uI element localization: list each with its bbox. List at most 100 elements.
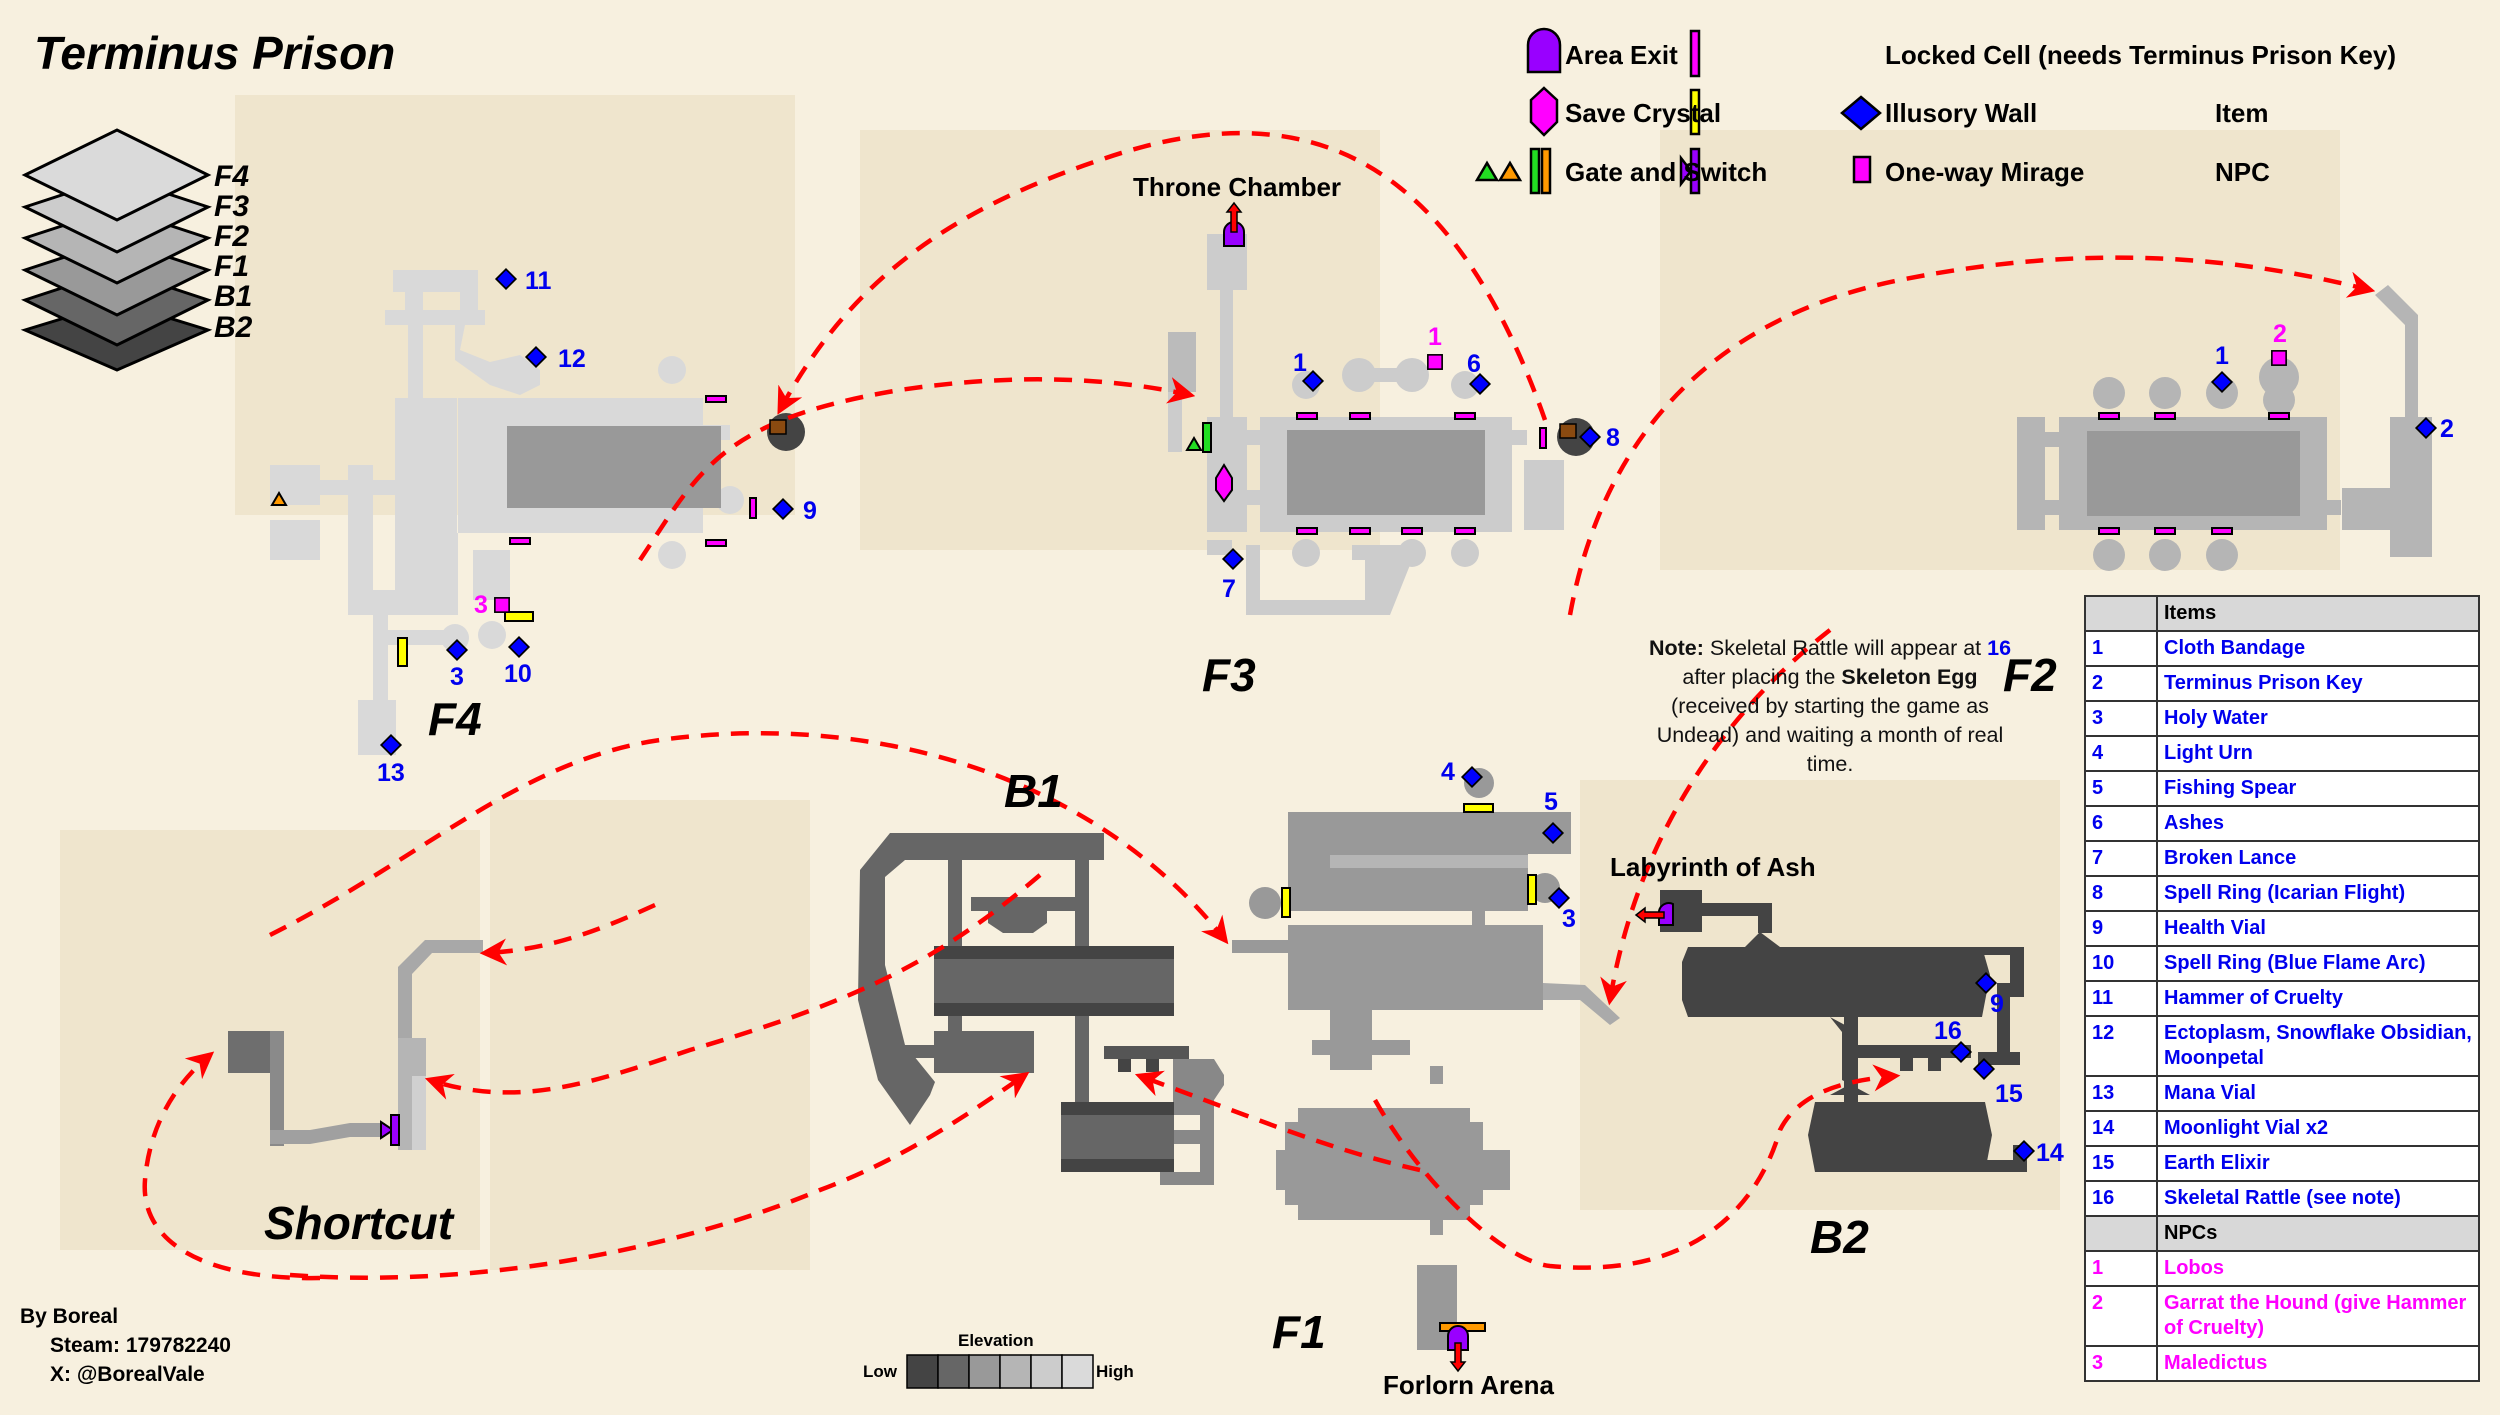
- table-cell-name: Holy Water: [2156, 700, 2480, 737]
- npc-marker[interactable]: [494, 597, 510, 613]
- illusory-walls: [397, 611, 1537, 918]
- item-marker[interactable]: [508, 636, 530, 658]
- table-section-header: NPCs: [2156, 1215, 2480, 1252]
- stack-label-f1: F1: [214, 250, 250, 283]
- gate-green-f3: [1202, 422, 1212, 453]
- marker-number: 4: [1441, 758, 1455, 786]
- stack-label-f4: F4: [214, 160, 250, 193]
- illusory-wall-legend-icon: [1689, 88, 1701, 136]
- table-cell-name: Earth Elixir: [2156, 1145, 2480, 1182]
- marker-number: 12: [558, 345, 586, 373]
- area-exit-forlorn-arena[interactable]: [1447, 1325, 1469, 1373]
- switch-green-legend-icon: [1474, 160, 1500, 182]
- legend-item: Item: [2215, 98, 2269, 128]
- table-cell-number: 5: [2084, 770, 2158, 807]
- one-way-mirage-bar-legend-icon: [1689, 147, 1701, 195]
- switch-orange-f4[interactable]: [270, 491, 288, 506]
- table-cell-name: Spell Ring (Icarian Flight): [2156, 875, 2480, 912]
- table-cell-name: Ashes: [2156, 805, 2480, 842]
- table-cell-name: Fishing Spear: [2156, 770, 2480, 807]
- elevation-swatch: [1061, 1354, 1094, 1389]
- marker-number: 15: [1995, 1080, 2023, 1108]
- table-cell-name: Terminus Prison Key: [2156, 665, 2480, 702]
- table-cell-number: 2: [2084, 665, 2158, 702]
- table-cell-number: 11: [2084, 980, 2158, 1017]
- f3-courtyard: [1287, 430, 1485, 515]
- legend-save-crystal: Save Crystal: [1565, 98, 1722, 128]
- stack-label-f3: F3: [214, 190, 250, 223]
- switch-green-f3[interactable]: [1185, 436, 1203, 451]
- table-cell-number: 15: [2084, 1145, 2158, 1182]
- note-lead: Note:: [1648, 636, 1704, 660]
- elevation-swatch: [937, 1354, 970, 1389]
- floor-label-f3: F3: [1202, 649, 1256, 701]
- table-header-items: Items: [2084, 595, 2480, 632]
- legend-npc: NPC: [2215, 157, 2270, 187]
- table-cell-number: 1: [2084, 1250, 2158, 1287]
- table-cell-number: [2084, 595, 2158, 632]
- floor-label-shortcut: Shortcut: [264, 1197, 454, 1249]
- table-cell-name: Broken Lance: [2156, 840, 2480, 877]
- table-cell-number: 10: [2084, 945, 2158, 982]
- note-number: 16: [1987, 636, 2012, 660]
- switch-orange-legend-icon: [1497, 160, 1523, 182]
- page-title: Terminus Prison: [34, 27, 396, 79]
- table-cell-name: Spell Ring (Blue Flame Arc): [2156, 945, 2480, 982]
- credits: By Boreal Steam: 179782240 X: @BorealVal…: [20, 1302, 231, 1389]
- elevation-scale: [906, 1354, 1094, 1389]
- note-text-3: (received by starting the game as Undead…: [1656, 694, 2004, 776]
- ladder-icons: [769, 419, 1577, 439]
- table-cell-name: Cloth Bandage: [2156, 630, 2480, 667]
- npc-marker[interactable]: [1427, 354, 1443, 370]
- floor-f4-map: [270, 270, 744, 755]
- table-cell-name: Moonlight Vial x2: [2156, 1110, 2480, 1147]
- marker-number: 3: [474, 591, 488, 619]
- elevation-swatch: [906, 1354, 939, 1389]
- locked-cells: [509, 395, 2290, 547]
- note-text-1: Skeletal Rattle will appear at: [1703, 636, 1988, 660]
- area-exit-labyrinth-of-ash[interactable]: [1634, 902, 1674, 926]
- marker-number: 8: [1606, 424, 1620, 452]
- floor-label-f2: F2: [2003, 649, 2057, 701]
- stack-label-b2: B2: [214, 311, 253, 344]
- table-cell-name: Garrat the Hound (give Hammer of Cruelty…: [2156, 1285, 2480, 1347]
- marker-number: 3: [1562, 905, 1576, 933]
- marker-number: 9: [1990, 990, 2004, 1018]
- table-cell-name: Hammer of Cruelty: [2156, 980, 2480, 1017]
- marker-number: 1: [1293, 349, 1307, 377]
- legend-icons: [1474, 27, 1882, 195]
- route-arrows: [142, 131, 2376, 1281]
- table-cell-number: 14: [2084, 1110, 2158, 1147]
- npc-marker[interactable]: [2271, 350, 2287, 366]
- floor-f1-map: [1232, 768, 1620, 1350]
- legend-illusory-wall: Illusory Wall: [1885, 98, 2038, 128]
- place-throne-chamber: Throne Chamber: [1133, 172, 1342, 202]
- note-bold: Skeleton Egg: [1841, 665, 1978, 689]
- table-cell-number: 16: [2084, 1180, 2158, 1217]
- area-exit-throne-chamber[interactable]: [1223, 201, 1245, 247]
- item-legend-icon: [1840, 95, 1882, 131]
- one-way-mirage-icon: [380, 1114, 400, 1146]
- place-forlorn-arena: Forlorn Arena: [1383, 1370, 1554, 1400]
- table-cell-number: 8: [2084, 875, 2158, 912]
- f2-courtyard: [2087, 431, 2300, 516]
- table-cell-number: [2084, 1215, 2158, 1252]
- table-cell-name: Light Urn: [2156, 735, 2480, 772]
- marker-number: 11: [525, 267, 552, 295]
- floor-stack-icon: [20, 128, 213, 372]
- stack-label-b1: B1: [214, 280, 253, 313]
- floor-label-b2: B2: [1810, 1211, 1869, 1263]
- table-cell-name: Health Vial: [2156, 910, 2480, 947]
- save-crystal-icon[interactable]: [1215, 463, 1233, 503]
